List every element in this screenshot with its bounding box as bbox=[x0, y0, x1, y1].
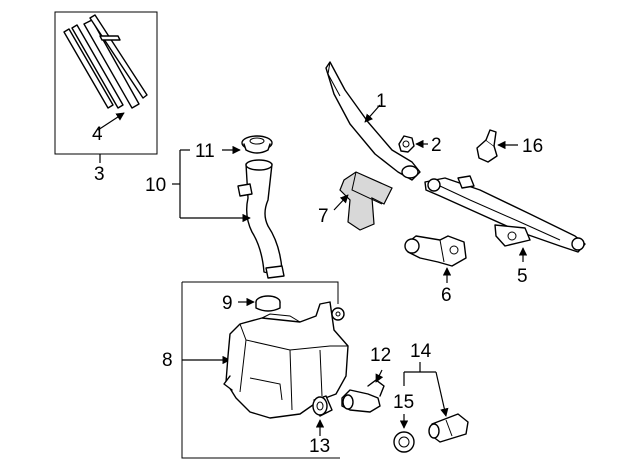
level-sensor-seal bbox=[393, 414, 415, 453]
callout-3: 3 bbox=[94, 164, 105, 185]
wiper-arm bbox=[325, 61, 421, 181]
callout-16: 16 bbox=[522, 136, 543, 157]
cowl-bracket bbox=[333, 171, 393, 231]
arm-nut bbox=[398, 135, 428, 153]
pump-grommet bbox=[312, 395, 333, 436]
callout-7: 7 bbox=[318, 206, 329, 227]
wiper-blade-insert bbox=[63, 24, 124, 109]
callout-4: 4 bbox=[92, 124, 103, 145]
callout-5: 5 bbox=[517, 266, 528, 287]
filler-cap bbox=[222, 135, 273, 155]
callout-2: 2 bbox=[431, 135, 442, 156]
callout-6: 6 bbox=[441, 285, 452, 306]
callout-4-leader bbox=[97, 112, 125, 131]
callout-14: 14 bbox=[410, 341, 432, 362]
callout-10: 10 bbox=[145, 175, 166, 196]
callout-11: 11 bbox=[195, 141, 215, 162]
blade-box bbox=[54, 11, 158, 155]
callout-14-bracket bbox=[403, 362, 449, 417]
reservoir-group bbox=[181, 281, 340, 459]
callout-8: 8 bbox=[162, 350, 173, 371]
callout-9: 9 bbox=[222, 293, 233, 314]
small-grommet bbox=[331, 307, 345, 321]
wiper-blade bbox=[83, 14, 148, 109]
callout-12: 12 bbox=[370, 345, 391, 366]
callout-10-bracket bbox=[172, 149, 251, 223]
callout-1: 1 bbox=[376, 91, 387, 112]
callout-15: 15 bbox=[393, 392, 414, 413]
level-sensor bbox=[428, 413, 469, 443]
callout-13: 13 bbox=[309, 436, 330, 457]
wiper-blade-group bbox=[54, 11, 158, 163]
wiper-linkage bbox=[424, 175, 586, 262]
reservoir-grommet bbox=[238, 295, 281, 312]
washer-pump bbox=[341, 369, 385, 413]
filler-neck bbox=[237, 159, 285, 279]
wiper-motor bbox=[404, 235, 467, 283]
clip bbox=[476, 129, 518, 163]
washer-reservoir bbox=[223, 301, 349, 419]
